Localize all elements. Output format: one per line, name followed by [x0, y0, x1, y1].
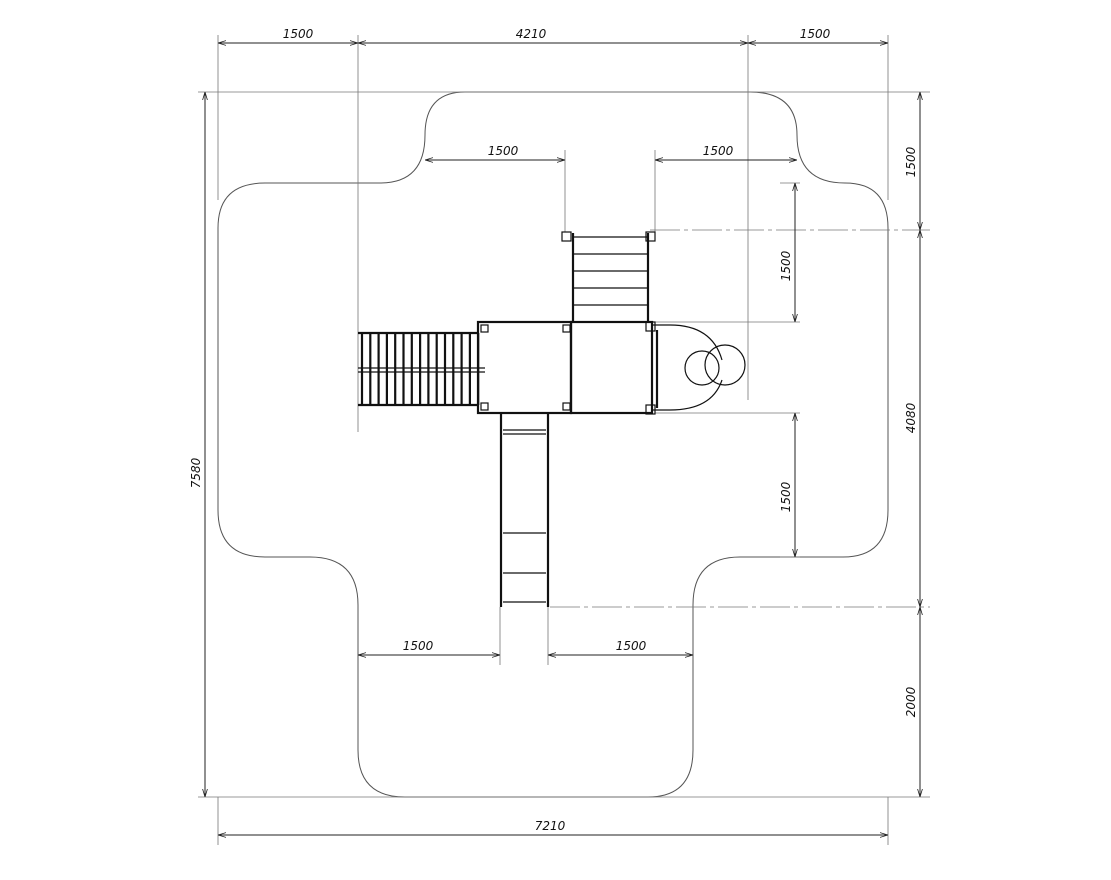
dim-inner-bottom-left: 1500: [403, 639, 434, 653]
tube-slide-loop: [652, 324, 746, 411]
bottom-slide: [499, 413, 550, 607]
playground-equipment: [358, 231, 746, 607]
dim-bottom-total: 7210: [535, 819, 566, 833]
dim-right-bottom: 2000: [904, 686, 918, 717]
dim-top-left: 1500: [283, 27, 314, 41]
dim-left-total: 7580: [189, 457, 203, 488]
dim-inner-bottom-right: 1500: [616, 639, 647, 653]
left-ramp: [358, 331, 485, 407]
dim-top-middle: 4210: [516, 27, 547, 41]
extension-lines: [198, 35, 930, 845]
dim-inner-right-upper: 1500: [779, 250, 793, 281]
left-platform: [476, 320, 573, 415]
dim-inner-top-left: 1500: [488, 144, 519, 158]
right-platform: [569, 320, 654, 415]
dim-inner-top-right: 1500: [703, 144, 734, 158]
dim-top-right: 1500: [800, 27, 831, 41]
corner-posts: [480, 321, 656, 415]
dim-right-middle: 4080: [904, 402, 918, 433]
dim-right-top: 1500: [904, 146, 918, 177]
safety-zone-outline: [217, 91, 889, 798]
dimension-labels: 1500 4210 1500 7580 1500 4080 2000 7210 …: [189, 27, 918, 833]
dim-inner-right-lower: 1500: [779, 481, 793, 512]
top-ladder: [561, 231, 656, 323]
dimension-lines: [205, 43, 920, 835]
